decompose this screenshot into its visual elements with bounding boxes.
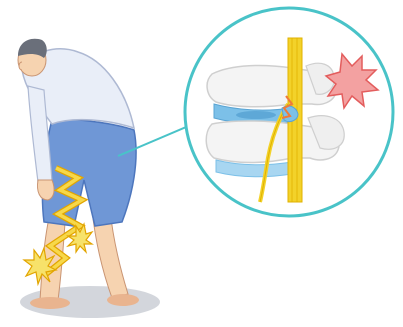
ear (19, 62, 22, 70)
shorts (42, 119, 136, 226)
spine-callout (185, 8, 393, 216)
left-foot (30, 297, 70, 309)
right-foot (107, 294, 139, 306)
hand (37, 180, 54, 200)
